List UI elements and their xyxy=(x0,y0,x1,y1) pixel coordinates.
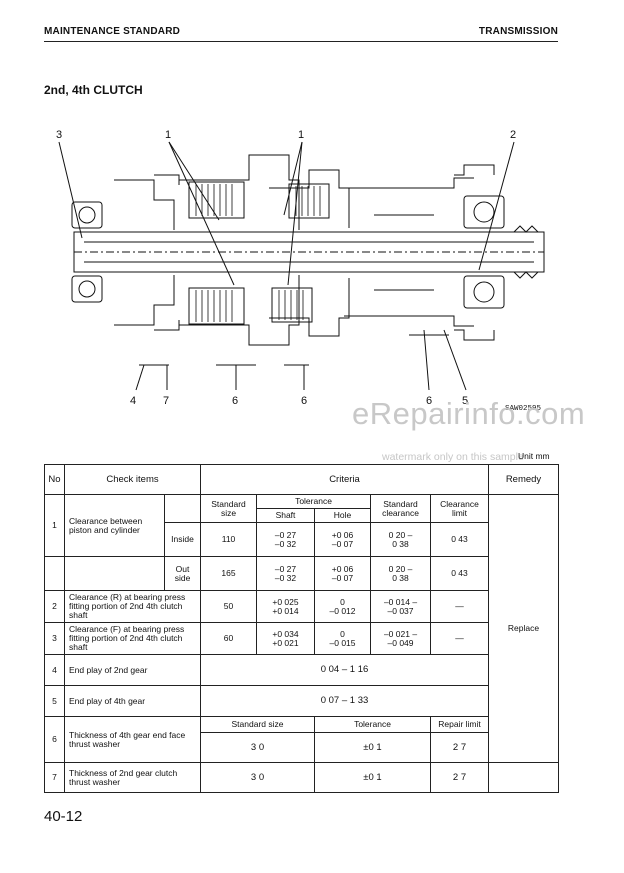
page-number: 40-12 xyxy=(44,808,83,825)
row-repair-limit: 2 7 xyxy=(430,762,489,793)
subheader-repair-limit: Repair limit xyxy=(430,716,489,733)
row-hole: 0 –0 015 xyxy=(314,622,371,655)
check-item: Clearance (R) at bearing press fitting p… xyxy=(64,590,201,623)
row-size: 50 xyxy=(200,590,257,623)
header-section-title: MAINTENANCE STANDARD xyxy=(44,26,181,37)
header-chapter-title: TRANSMISSION xyxy=(478,26,558,37)
callout-3: 3 xyxy=(56,129,62,141)
row-std-clearance: –0 014 – –0 037 xyxy=(370,590,431,623)
row-hole: +0 06 –0 07 xyxy=(314,556,371,591)
header-criteria: Criteria xyxy=(200,464,489,495)
row-no: 5 xyxy=(44,685,65,717)
row-std-clearance: –0 021 – –0 049 xyxy=(370,622,431,655)
row-size: 165 xyxy=(200,556,257,591)
watermark-note: watermark only on this sample xyxy=(382,451,524,463)
left-bearing-bottom xyxy=(71,275,103,303)
clutch-pack-upper-right xyxy=(288,183,330,219)
watermark-brand: eRepairinfo.com xyxy=(352,396,586,431)
row-size: 110 xyxy=(200,522,257,557)
clutch-pack-lower-left xyxy=(188,287,245,325)
right-bearing-bottom xyxy=(463,275,505,309)
subheader-standard-clearance: Standard clearance xyxy=(370,494,431,523)
header-rule xyxy=(44,41,558,42)
row-repair-limit: 2 7 xyxy=(430,732,489,763)
row-std-clearance: 0 20 – 0 38 xyxy=(370,556,431,591)
check-item: End play of 4th gear xyxy=(64,685,201,717)
row-sub: Out side xyxy=(164,556,201,591)
callout-1b: 1 xyxy=(298,129,304,141)
callout-5: 5 xyxy=(462,395,468,407)
maintenance-table: No Check items Criteria Remedy 1 Clearan… xyxy=(44,464,559,793)
row-no: 1 xyxy=(44,494,65,557)
diagram-id: SAW02595 xyxy=(505,405,542,413)
row-no: 3 xyxy=(44,622,65,655)
row-no: 4 xyxy=(44,654,65,686)
row-no: 2 xyxy=(44,590,65,623)
clutch-cross-section-drawing: 3 1 1 2 4 7 6 6 6 5 xyxy=(56,129,545,407)
callout-7: 7 xyxy=(163,395,169,407)
row-shaft: +0 034 +0 021 xyxy=(256,622,315,655)
row-limit: 0 43 xyxy=(430,522,489,557)
subheader-shaft: Shaft xyxy=(256,508,315,523)
row-limit: — xyxy=(430,622,489,655)
row-shaft: –0 27 –0 32 xyxy=(256,556,315,591)
check-item: Clearance between piston and cylinder xyxy=(64,494,165,557)
check-item: End play of 2nd gear xyxy=(64,654,201,686)
subheader-standard-size: Standard size xyxy=(200,494,257,523)
callout-6b: 6 xyxy=(301,395,307,407)
row-tolerance: ±0 1 xyxy=(314,732,431,763)
row-limit: 0 43 xyxy=(430,556,489,591)
callout-6c: 6 xyxy=(426,395,432,407)
row-standard-size: 3 0 xyxy=(200,732,315,763)
remedy-cell: Replace xyxy=(488,494,559,763)
clutch-pack-upper-left xyxy=(188,181,245,219)
subheader-standard-size: Standard size xyxy=(200,716,315,733)
row-size: 60 xyxy=(200,622,257,655)
subheader-tolerance: Tolerance xyxy=(256,494,371,509)
row-shaft: +0 025 +0 014 xyxy=(256,590,315,623)
row-no: 7 xyxy=(44,762,65,793)
subheader-hole: Hole xyxy=(314,508,371,523)
row-std-clearance: 0 20 – 0 38 xyxy=(370,522,431,557)
right-bearing-top xyxy=(463,195,505,229)
row-hole: 0 –0 012 xyxy=(314,590,371,623)
row-shaft: –0 27 –0 32 xyxy=(256,522,315,557)
left-bearing-top xyxy=(71,201,103,229)
header-remedy: Remedy xyxy=(488,464,559,495)
check-item: Clearance (F) at bearing press fitting p… xyxy=(64,622,201,655)
callout-2: 2 xyxy=(510,129,516,141)
row-no: 6 xyxy=(44,716,65,763)
check-item: Thickness of 4th gear end face thrust wa… xyxy=(64,716,201,763)
subheader-clearance-limit: Clearance limit xyxy=(430,494,489,523)
row-hole: +0 06 –0 07 xyxy=(314,522,371,557)
header-no: No xyxy=(44,464,65,495)
callout-1a: 1 xyxy=(165,129,171,141)
row-sub: Inside xyxy=(164,522,201,557)
row-criteria: 0 07 – 1 33 xyxy=(200,685,489,717)
unit-label: Unit mm xyxy=(518,451,550,461)
callout-4: 4 xyxy=(130,395,136,407)
check-item: Thickness of 2nd gear clutch thrust wash… xyxy=(64,762,201,793)
callout-6a: 6 xyxy=(232,395,238,407)
row-limit: — xyxy=(430,590,489,623)
clutch-pack-lower-right xyxy=(271,287,313,323)
header-check-items: Check items xyxy=(64,464,201,495)
row-standard-size: 3 0 xyxy=(200,762,315,793)
page-title: 2nd, 4th CLUTCH xyxy=(44,83,143,97)
row-criteria: 0 04 – 1 16 xyxy=(200,654,489,686)
subheader-tolerance: Tolerance xyxy=(314,716,431,733)
row-tolerance: ±0 1 xyxy=(314,762,431,793)
